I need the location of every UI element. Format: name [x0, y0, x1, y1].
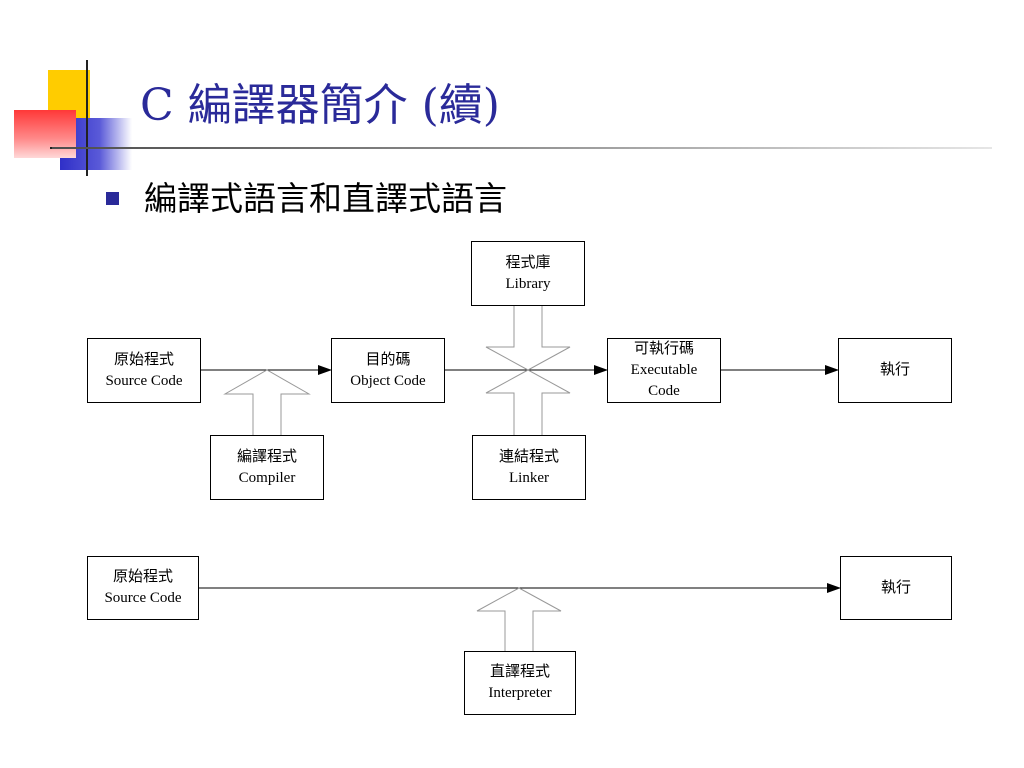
linker-hollow-arrow — [485, 369, 571, 435]
interpreted-source-en: Source Code — [104, 590, 182, 606]
compiler-zh: 編譯程式 — [236, 448, 297, 465]
interpreter-zh: 直譯程式 — [489, 664, 550, 680]
title-divider — [52, 147, 992, 149]
source-en: Source Code — [105, 372, 183, 389]
compiler-en: Compiler — [238, 469, 296, 486]
vertical-line — [86, 60, 88, 176]
interpreter-hollow-arrow — [476, 587, 562, 651]
interpreted-source-code-box: 原始程式 Source Code — [87, 556, 199, 620]
bullet-marker — [106, 192, 119, 205]
bullet-text: 編譯式語言和直譯式語言 — [144, 179, 507, 218]
executable-code-box: 可執行碼 Executable Code — [607, 338, 721, 403]
run-box: 執行 — [838, 338, 952, 403]
linker-zh: 連結程式 — [498, 448, 559, 465]
compiler-box: 編譯程式 Compiler — [210, 435, 324, 500]
executable-en2: Code — [648, 383, 680, 399]
run-zh: 執行 — [879, 362, 910, 378]
library-box: 程式庫 Library — [471, 241, 585, 306]
interpreted-run-box: 執行 — [840, 556, 952, 620]
object-code-box: 目的碼 Object Code — [331, 338, 445, 403]
library-hollow-arrow — [485, 306, 571, 371]
executable-en1: Executable — [630, 362, 698, 378]
compiler-hollow-arrow — [223, 369, 311, 435]
library-zh: 程式庫 — [505, 254, 551, 271]
object-zh: 目的碼 — [365, 351, 411, 368]
interpreted-source-zh: 原始程式 — [112, 569, 173, 585]
library-en: Library — [505, 275, 551, 292]
interpreter-en: Interpreter — [488, 685, 552, 701]
interpreted-run-zh: 執行 — [880, 579, 911, 596]
source-zh: 原始程式 — [113, 351, 174, 368]
slide-title: C 編譯器簡介 (續) — [140, 80, 500, 131]
source-code-box: 原始程式 Source Code — [87, 338, 201, 403]
corner-decoration — [0, 0, 140, 180]
linker-en: Linker — [509, 469, 549, 486]
object-en: Object Code — [350, 372, 426, 389]
linker-box: 連結程式 Linker — [472, 435, 586, 500]
executable-zh: 可執行碼 — [633, 341, 694, 357]
interpreter-box: 直譯程式 Interpreter — [464, 651, 576, 715]
red-square — [14, 110, 76, 158]
